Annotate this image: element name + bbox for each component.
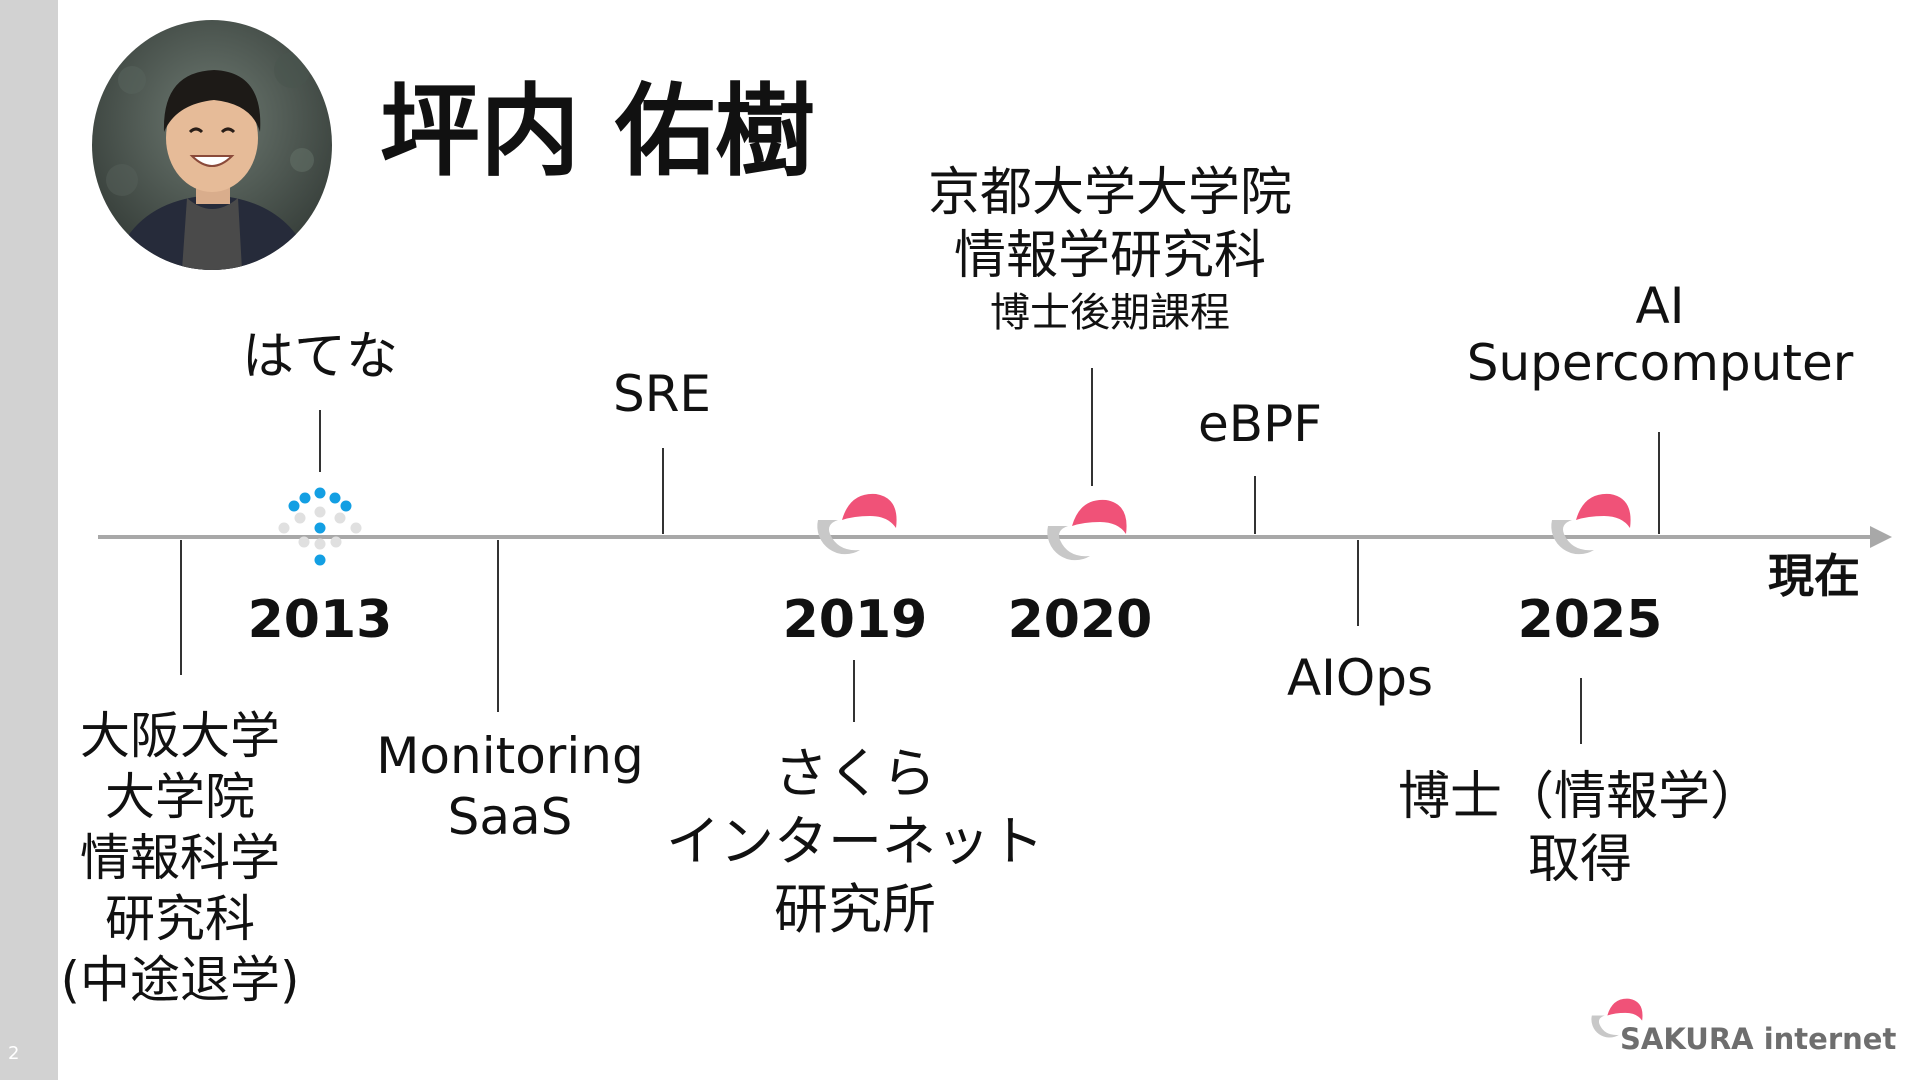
event-sakura-lab-line-2: インターネット — [666, 810, 1044, 874]
sakura-logo-icon-2025 — [1551, 493, 1631, 555]
tick-kyoto — [1091, 368, 1093, 486]
tick-sakura-lab — [853, 660, 855, 722]
event-sre: SRE — [572, 364, 752, 425]
tick-ai-super — [1658, 432, 1660, 534]
event-monitoring-saas: Monitoring SaaS — [370, 726, 650, 848]
event-aiops-line-1: AIOps — [1286, 649, 1434, 707]
event-osaka-line-1: 大阪大学 — [80, 707, 280, 765]
event-phd: 博士（情報学） 取得 — [1380, 766, 1780, 893]
event-sakura-lab-line-1: さくら — [774, 742, 936, 805]
event-sakura-lab: さくら インターネット 研究所 — [640, 740, 1070, 944]
event-kyoto-line-1: 京都大学大学院 — [927, 163, 1292, 223]
tick-phd — [1580, 678, 1582, 744]
tick-osaka — [180, 540, 182, 675]
brand-name: SAKURA internet — [1620, 1022, 1897, 1056]
event-osaka-line-5: (中途退学) — [60, 951, 300, 1009]
sakura-brand-logo-icon — [1591, 998, 1643, 1038]
event-kyoto-line-2: 情報学研究科 — [953, 226, 1266, 287]
event-hatena-line-1: はてな — [241, 327, 398, 387]
event-ebpf-line-1: eBPF — [1198, 395, 1322, 453]
profile-name: 坪内 佑樹 — [380, 73, 815, 190]
event-monitoring-line-1: Monitoring — [376, 727, 644, 785]
tick-sre — [662, 448, 664, 534]
year-2013: 2013 — [247, 590, 393, 650]
event-hatena: はてな — [200, 326, 440, 389]
event-phd-line-2: 取得 — [1527, 830, 1632, 891]
page-number: 2 — [8, 1043, 20, 1064]
event-osaka-line-2: 大学院 — [105, 768, 255, 826]
event-ai-super-line-1: AI — [1635, 277, 1685, 335]
tick-ebpf — [1254, 476, 1256, 534]
event-ebpf: eBPF — [1160, 394, 1360, 455]
now-label: 現在 — [1768, 549, 1860, 603]
sakura-logo-icon-2020 — [1047, 499, 1127, 561]
event-osaka-line-3: 情報科学 — [80, 829, 280, 887]
event-kyoto-university: 京都大学大学院 情報学研究科 博士後期課程 — [880, 162, 1340, 338]
event-monitoring-line-2: SaaS — [447, 788, 573, 846]
tick-hatena — [319, 410, 321, 472]
event-osaka-university: 大阪大学 大学院 情報科学 研究科 (中途退学) — [20, 706, 340, 1011]
tick-monitoring — [497, 540, 499, 712]
event-phd-line-1: 博士（情報学） — [1397, 767, 1762, 827]
hatena-dots-icon — [278, 487, 362, 566]
slide-sidebar-bar — [0, 0, 58, 1080]
profile-photo — [92, 20, 332, 270]
tick-aiops — [1357, 540, 1359, 626]
event-ai-supercomputer: AI Supercomputer — [1460, 278, 1860, 392]
event-osaka-line-4: 研究科 — [105, 890, 255, 948]
event-sakura-lab-line-3: 研究所 — [774, 878, 936, 942]
event-aiops: AIOps — [1250, 648, 1470, 709]
year-2020: 2020 — [1007, 590, 1153, 650]
event-kyoto-line-3: 博士後期課程 — [990, 289, 1230, 336]
sakura-logo-icon-2019 — [817, 493, 897, 555]
event-ai-super-line-2: Supercomputer — [1466, 334, 1854, 392]
event-sre-line-1: SRE — [612, 365, 712, 423]
year-2019: 2019 — [782, 590, 928, 650]
year-2025: 2025 — [1517, 590, 1663, 650]
